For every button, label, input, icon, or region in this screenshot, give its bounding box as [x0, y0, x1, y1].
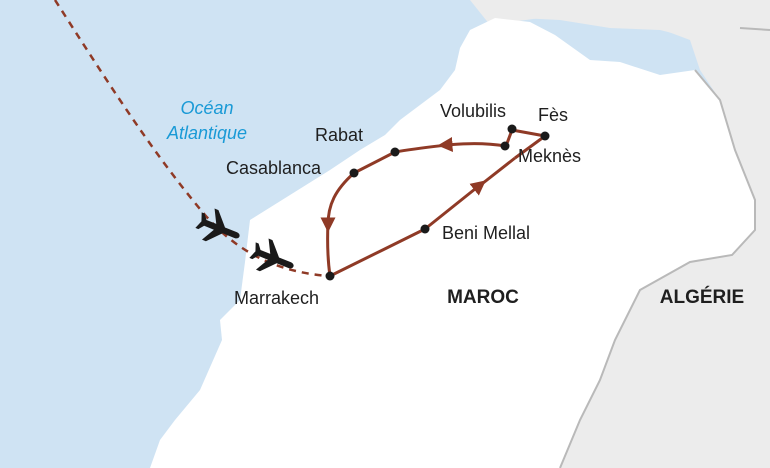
city-label-meknes: Meknès	[518, 146, 581, 166]
airplane-icon	[249, 238, 294, 272]
city-dot-fes	[540, 131, 550, 141]
route-meknes-fes	[514, 134, 546, 160]
city-dot-meknes	[500, 141, 510, 151]
country-label-morocco: MAROC	[447, 287, 519, 308]
route-beni-mellal-meknes	[424, 180, 486, 231]
ocean-label: Atlantique	[166, 123, 247, 143]
algeria-land	[470, 0, 770, 468]
city-dot-casablanca	[349, 168, 359, 178]
route-fes-volubilis	[511, 128, 546, 138]
route-marrakech-beni-mellal	[329, 227, 426, 278]
route-casablanca-marrakech	[320, 171, 356, 233]
morocco-land	[150, 18, 755, 468]
ocean-label: Océan	[180, 98, 233, 118]
city-dot-marrakech	[325, 271, 335, 281]
spain-land	[500, 0, 770, 40]
spain-border	[739, 27, 770, 31]
country-label-algeria: ALGÉRIE	[660, 286, 744, 308]
city-label-marrakech: Marrakech	[234, 288, 319, 308]
city-dot-beni-mellal	[420, 224, 430, 234]
flight-route	[53, 0, 329, 278]
city-label-rabat: Rabat	[315, 125, 363, 145]
city-dot-volubilis	[507, 124, 517, 134]
airplane-icon	[195, 208, 240, 242]
city-dot-rabat	[390, 147, 400, 157]
route-rabat-casablanca	[353, 150, 396, 175]
city-label-fes: Fès	[538, 105, 568, 125]
city-label-casablanca: Casablanca	[226, 158, 322, 178]
route-beni-mellal-meknes-tail	[477, 156, 516, 189]
city-label-beni-mellal: Beni Mellal	[442, 223, 530, 243]
city-label-volubilis: Volubilis	[440, 101, 506, 121]
route-meknes-rabat	[437, 137, 507, 152]
border-line	[559, 69, 756, 468]
